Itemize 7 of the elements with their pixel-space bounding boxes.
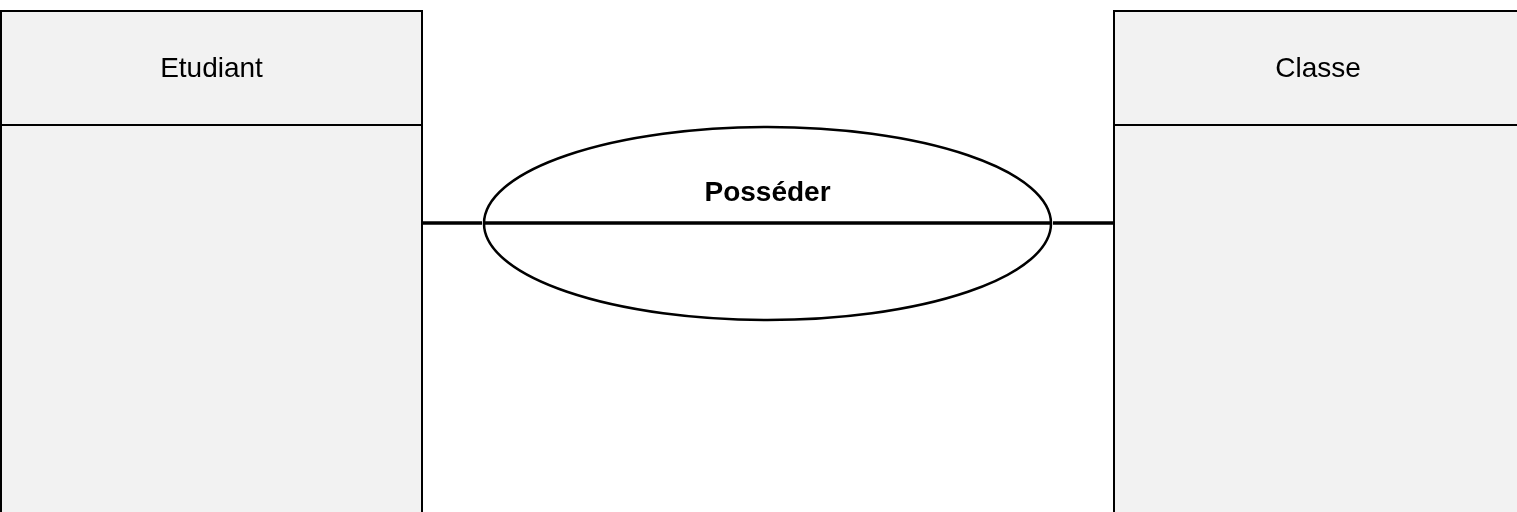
- connector-line: [1053, 221, 1113, 225]
- entity-box: [1113, 10, 1517, 512]
- entity-box: [0, 10, 423, 512]
- connector-line: [423, 221, 482, 225]
- entity-name: Etudiant: [160, 51, 263, 85]
- relationship-name: Posséder: [704, 175, 831, 209]
- entity-name: Classe: [1275, 51, 1361, 85]
